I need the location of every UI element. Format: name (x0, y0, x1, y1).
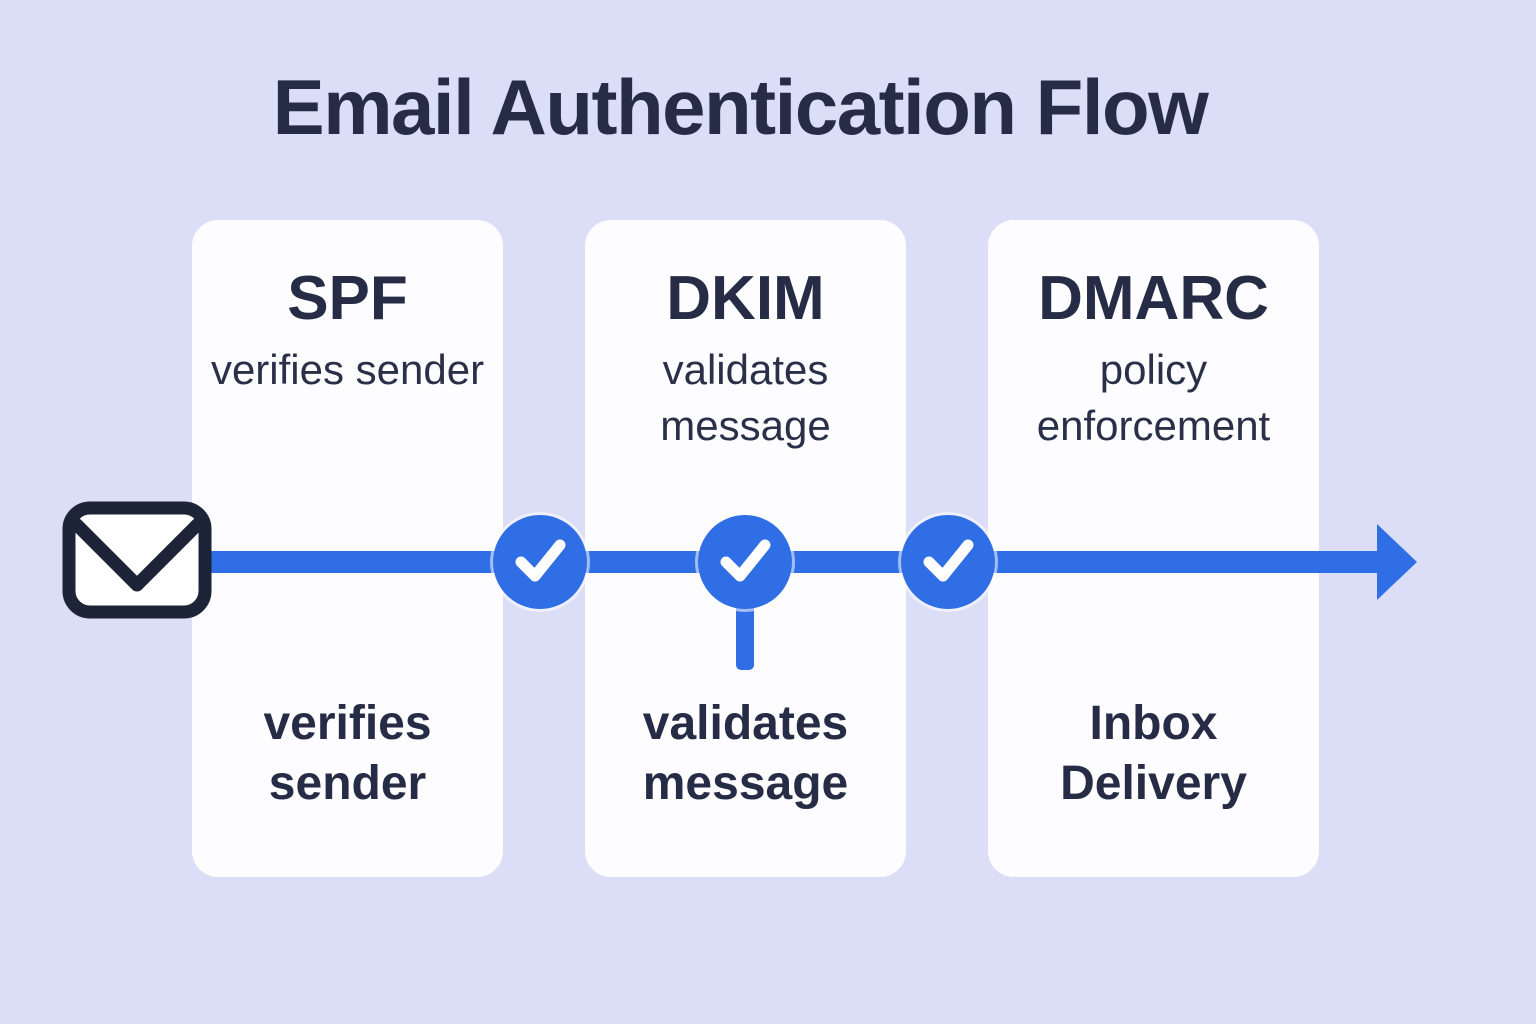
dmarc-checkpoint (901, 515, 995, 609)
card-dmarc: DMARC policy enforcement Inbox Delivery (988, 220, 1319, 877)
dkim-connector-stem (736, 600, 754, 670)
envelope-icon (62, 501, 212, 619)
spf-subtitle: verifies sender (210, 346, 485, 393)
page-title: Email Authentication Flow (272, 63, 1209, 151)
spf-checkpoint (493, 515, 587, 609)
dmarc-subtitle: policy enforcement (1036, 346, 1271, 449)
dkim-subtitle: validates message (660, 346, 831, 449)
check-icon (698, 513, 792, 612)
spf-result-label: verifies sender (263, 697, 432, 810)
check-icon (901, 513, 995, 612)
card-spf: SPF verifies sender verifies sender (192, 220, 503, 877)
dkim-checkpoint (698, 515, 792, 609)
check-icon (493, 513, 587, 612)
spf-heading: SPF (287, 264, 408, 333)
arrow-right-icon (1377, 524, 1417, 600)
dkim-result-label: validates message (642, 697, 849, 810)
dkim-heading: DKIM (666, 264, 825, 333)
dmarc-result-label: Inbox Delivery (1060, 697, 1247, 810)
card-dkim: DKIM validates message validates message (585, 220, 906, 877)
dmarc-heading: DMARC (1038, 264, 1269, 333)
